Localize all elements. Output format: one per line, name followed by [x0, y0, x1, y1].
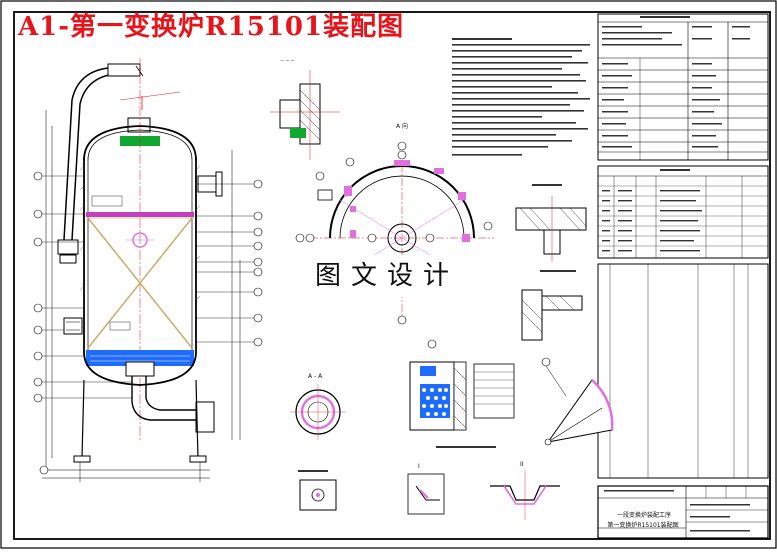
inner-frame — [13, 11, 771, 540]
detail-i: I — [407, 463, 445, 515]
section-aa: A - A — [290, 373, 346, 440]
view-a-label: A 向 — [396, 122, 408, 130]
nozzle-detail: — — — — [270, 58, 340, 160]
title-block-line2: 第一变换炉R15101装配图 — [607, 522, 679, 529]
section-aa-label: A - A — [308, 373, 323, 380]
weld-detail-2 — [521, 270, 583, 341]
watermark: 图文设计 — [306, 255, 468, 297]
design-data-table — [597, 13, 769, 161]
sector-detail — [541, 357, 614, 446]
parts-list — [597, 263, 769, 479]
vessel-elevation — [33, 58, 263, 482]
technical-notes — [452, 38, 590, 156]
svg-text:— — —: — — — — [280, 58, 295, 63]
title-block — [597, 485, 769, 539]
weld-detail-1 — [515, 184, 587, 262]
detail-i-label: I — [418, 463, 420, 470]
bottom-small-detail — [298, 470, 337, 511]
nozzle-table — [597, 165, 769, 259]
lower-bed-blue — [86, 350, 194, 366]
catalyst-bed — [87, 217, 193, 349]
upper-tray — [86, 212, 194, 217]
detail-ii: II — [436, 446, 560, 520]
title-block-line1: 一段变换炉装配工序 — [616, 512, 671, 519]
detail-ii-label: II — [520, 461, 524, 468]
bed-section-detail — [409, 339, 515, 431]
drawing-title: A1-第一变换炉R15101装配图 — [18, 12, 405, 42]
